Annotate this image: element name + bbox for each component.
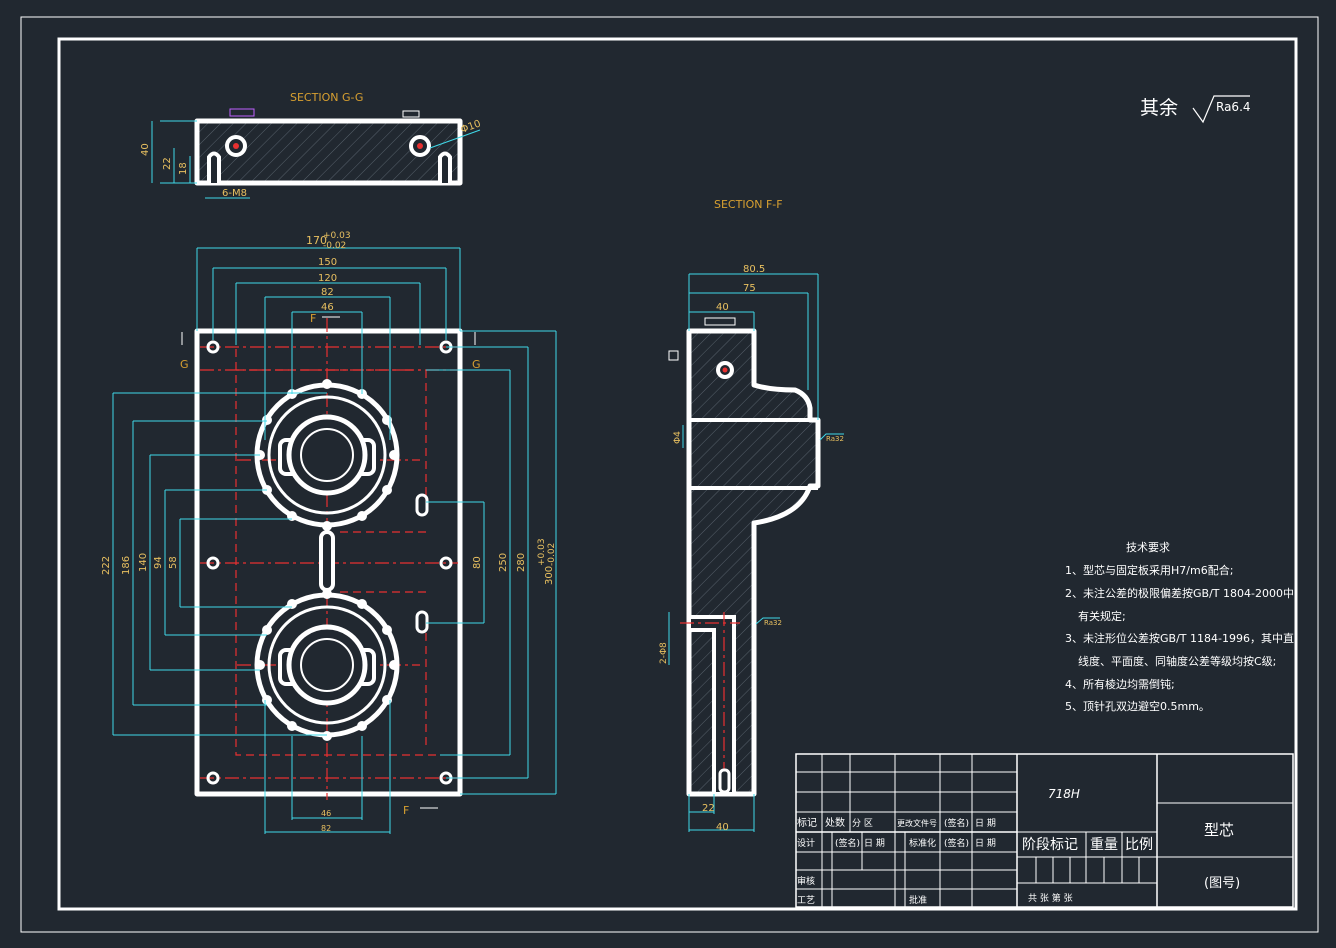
tb-standard: 标准化: [909, 837, 936, 849]
tb-sign: (签名): [944, 817, 969, 829]
dim-170: 170: [306, 234, 327, 247]
tb-process: 工艺: [797, 895, 815, 906]
roughness-note: 其余 Ra6.4: [1140, 95, 1251, 124]
tb-zone: 分 区: [852, 818, 873, 829]
tech-title: 技术要求: [1126, 541, 1170, 554]
tech-requirements: 技术要求 1、型芯与固定板采用H7/m6配合; 2、未注公差的极限偏差按GB/T…: [1065, 541, 1294, 713]
tech-item-3: 有关规定;: [1078, 609, 1126, 623]
svg-text:-0.02: -0.02: [323, 241, 346, 251]
roughness-symbol-icon: [1192, 95, 1250, 124]
tb-part-name: 型芯: [1204, 821, 1234, 839]
svg-text:+0.03: +0.03: [537, 538, 547, 566]
ff-dim-80-5: 80.5: [743, 264, 765, 275]
tech-item-4: 3、未注形位公差按GB/T 1184-1996，其中直: [1065, 631, 1294, 645]
tb-review: 审核: [797, 875, 815, 887]
dim-186: 186: [121, 556, 132, 575]
dim-150: 150: [318, 257, 337, 268]
tb-mark: 标记: [797, 817, 817, 829]
tb-drawing-no: (图号): [1204, 876, 1240, 891]
tb-count: 处数: [825, 816, 845, 829]
tb-designer: 设计: [797, 837, 815, 849]
tb-sheets: 共 张 第 张: [1028, 892, 1073, 904]
ff-ra-b: Ra32: [764, 619, 782, 627]
lower-boss: [254, 589, 400, 741]
dim-bottom-46: 46: [321, 809, 331, 818]
section-ff-title: SECTION F-F: [714, 198, 783, 211]
gg-dim-40: 40: [140, 143, 151, 156]
dim-bottom-82: 82: [321, 824, 331, 833]
ff-dim-dia8: 2-Φ8: [659, 642, 669, 664]
dim-300: 300: [544, 566, 555, 585]
gg-dim-22: 22: [162, 157, 173, 170]
tech-item-7: 5、顶针孔双边避空0.5mm。: [1065, 699, 1210, 713]
front-outline: [194, 328, 463, 797]
tb-approve: 批准: [909, 894, 927, 906]
gg-thread: 6-M8: [222, 188, 247, 199]
ff-dim-22: 22: [702, 803, 715, 814]
svg-text:+0.03: +0.03: [323, 231, 351, 241]
ff-ra-a: Ra32: [826, 435, 844, 443]
dim-94: 94: [153, 556, 164, 569]
ff-dim-40b: 40: [716, 822, 729, 833]
tb-date2: 日 期: [864, 838, 885, 849]
dim-58: 58: [168, 556, 179, 569]
dim-280: 280: [516, 553, 527, 572]
label-f-bottom: F: [403, 804, 409, 817]
dim-82: 82: [321, 287, 334, 298]
upper-boss: [254, 379, 400, 531]
tech-item-1: 1、型芯与固定板采用H7/m6配合;: [1065, 563, 1233, 577]
dim-80: 80: [472, 556, 483, 569]
ff-dim-40: 40: [716, 302, 729, 313]
label-f-top: F: [310, 312, 316, 325]
svg-text:-0.02: -0.02: [547, 543, 557, 566]
tb-stage-mark: 阶段标记: [1022, 837, 1078, 853]
tb-sign3: (签名): [944, 837, 969, 849]
front-view: 170 +0.03 -0.02 150 120 82 46 F F G G 22…: [101, 231, 557, 834]
tb-date3: 日 期: [975, 838, 996, 849]
gg-datum-box: [229, 108, 255, 117]
ff-dim-dia4: Φ4: [673, 431, 683, 444]
title-block-text: 718H 型芯 (图号) 阶段标记 重量 比例 标记 处数 分 区 更改文件号 …: [797, 787, 1240, 906]
outer-border: [20, 16, 1319, 933]
dim-222: 222: [101, 556, 112, 575]
label-g-left: G: [180, 358, 189, 371]
dim-250: 250: [498, 553, 509, 572]
tb-change-doc: 更改文件号: [897, 818, 937, 828]
section-ff-view: SECTION F-F 80.5 75 40 22 40 Φ4 2-Φ8: [659, 198, 844, 833]
tb-scale: 比例: [1125, 837, 1153, 853]
tb-sign2: (签名): [835, 837, 860, 849]
ff-dim-75: 75: [743, 283, 756, 294]
roughness-value: Ra6.4: [1216, 100, 1251, 114]
section-gg-title: SECTION G-G: [290, 91, 363, 104]
tb-weight: 重量: [1090, 837, 1118, 853]
tech-item-6: 4、所有棱边均需倒钝;: [1065, 677, 1175, 691]
title-block: [795, 753, 1294, 908]
gg-dim-18: 18: [178, 162, 189, 175]
tech-item-2: 2、未注公差的极限偏差按GB/T 1804-2000中: [1065, 586, 1294, 600]
inner-border: [57, 37, 1298, 911]
dim-46: 46: [321, 302, 334, 313]
tech-item-5: 线度、平面度、同轴度公差等级均按C级;: [1078, 654, 1276, 668]
center-slot: [319, 530, 335, 592]
roughness-prefix: 其余: [1140, 97, 1178, 119]
section-gg-view: SECTION G-G 40 22 18 Φ10 6-M8: [140, 91, 482, 199]
tb-material: 718H: [1048, 787, 1080, 801]
tb-date: 日 期: [975, 818, 996, 829]
dim-140: 140: [138, 553, 149, 572]
dim-120: 120: [318, 273, 337, 284]
label-g-right: G: [472, 358, 481, 371]
